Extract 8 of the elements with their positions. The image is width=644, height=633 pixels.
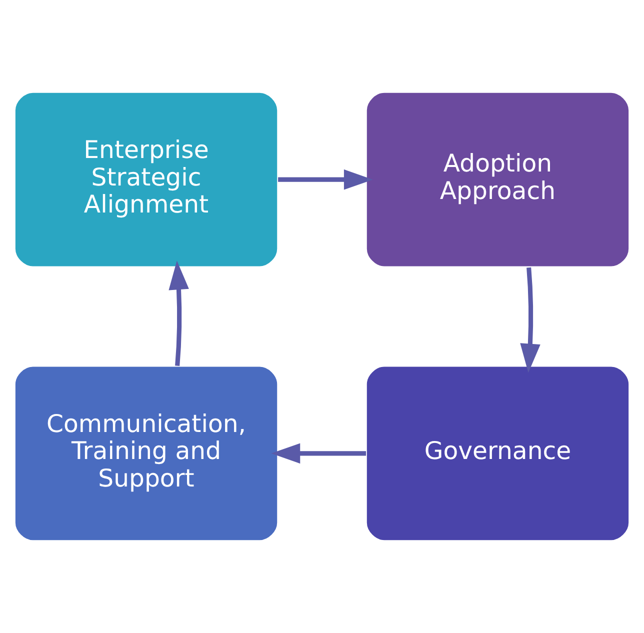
arrow — [168, 260, 189, 366]
arrow — [271, 443, 366, 464]
arrow — [520, 267, 540, 373]
node-box: Communication, Training and Support — [14, 365, 279, 542]
arrow — [278, 169, 373, 190]
node-box: Adoption Approach — [365, 91, 630, 268]
node-box: Enterprise Strategic Alignment — [14, 91, 279, 268]
node-box: Governance — [365, 365, 630, 542]
